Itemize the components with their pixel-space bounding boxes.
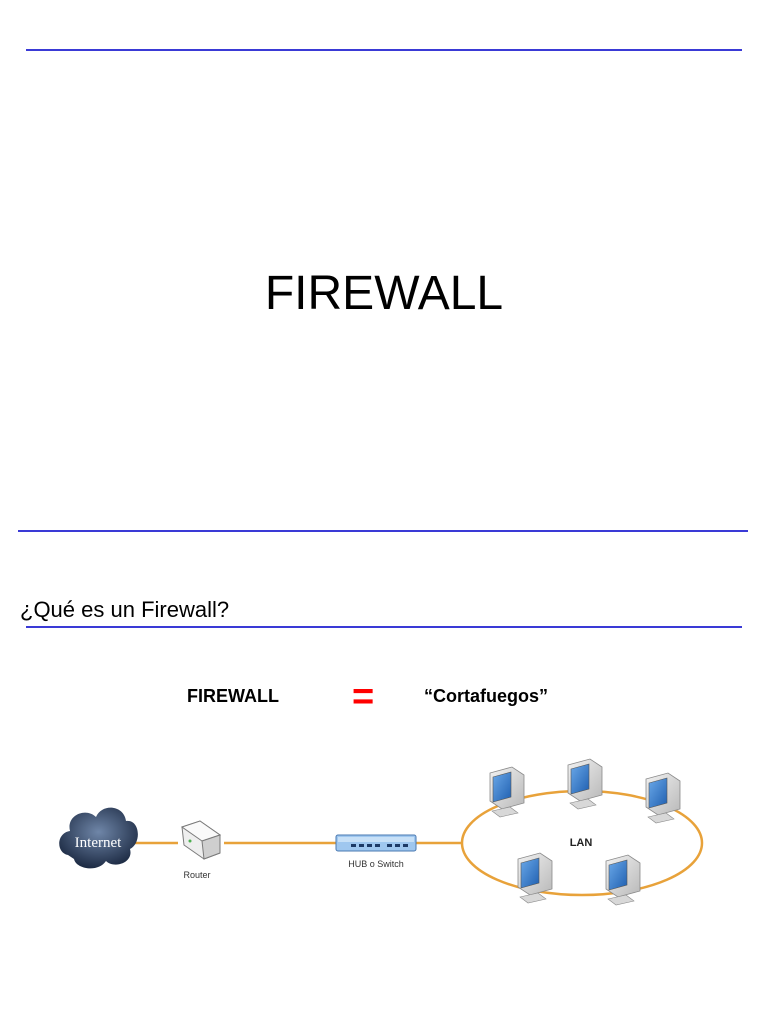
network-diagram: Internet Router HUB o Switch LAN [59,758,704,906]
lan-label: LAN [570,837,593,849]
router-label: Router [183,870,210,880]
slide-title: FIREWALL [264,267,504,320]
lan-computer-icon [517,852,553,904]
lan-computer-icon [605,854,641,906]
switch-label: HUB o Switch [348,859,404,869]
lan-computer-icon [567,758,603,810]
slide-divider-rule [18,530,748,532]
lan-computer-icon [645,772,681,824]
lan-computer-icon [489,766,525,818]
equals-sign: = [352,676,375,718]
internet-label: Internet [75,835,122,851]
router-icon: Router [180,820,222,880]
equation-left-term: FIREWALL [187,686,279,706]
switch-icon: HUB o Switch [335,834,417,869]
internet-cloud-icon: Internet [59,807,138,869]
slide-heading: ¿Qué es un Firewall? [20,597,230,622]
equation-right-term: “Cortafuegos” [424,686,549,706]
heading-underline [26,626,742,628]
top-rule [26,49,742,51]
